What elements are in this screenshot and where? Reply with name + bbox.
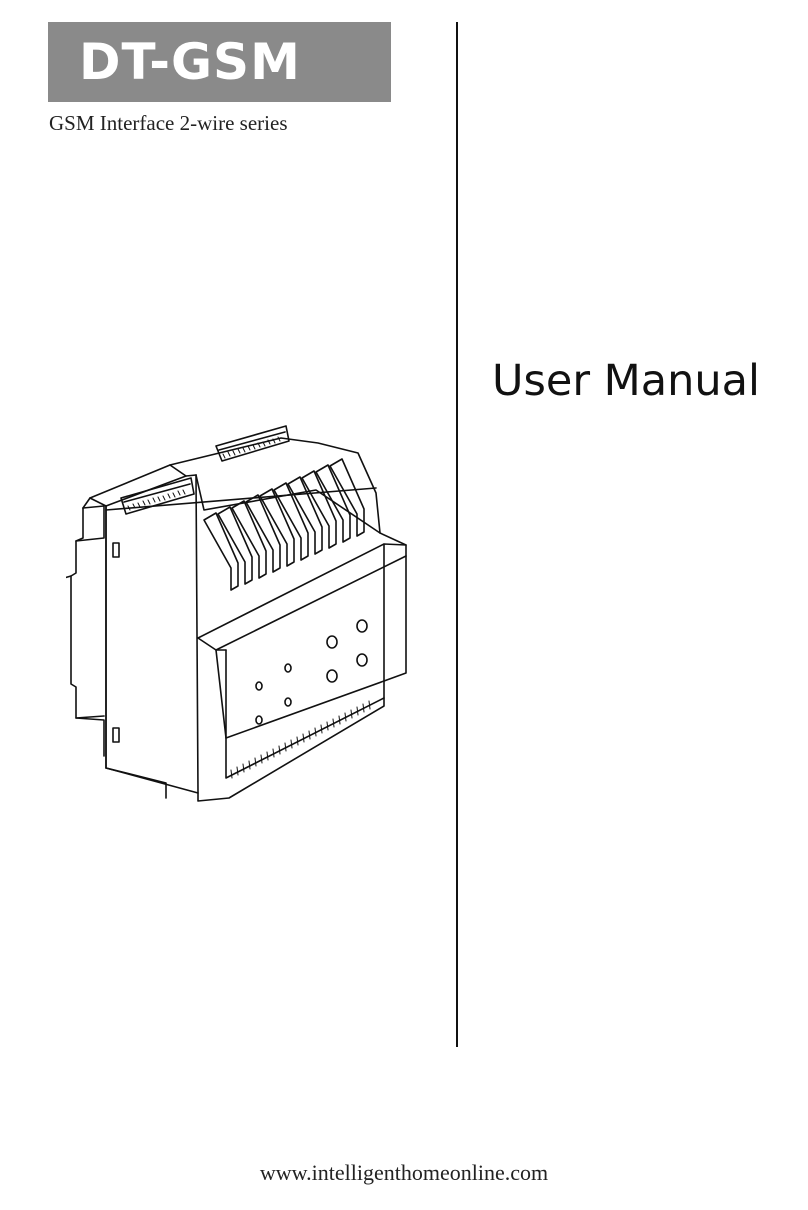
product-subtitle: GSM Interface 2-wire series (49, 111, 288, 135)
vertical-divider (456, 22, 458, 1047)
manual-title: User Manual (492, 356, 760, 406)
model-title-box: DT-GSM (48, 22, 391, 102)
website-url: www.intelligenthomeonline.com (259, 1160, 549, 1185)
model-title: DT-GSM (79, 33, 301, 91)
device-illustration (66, 425, 407, 802)
